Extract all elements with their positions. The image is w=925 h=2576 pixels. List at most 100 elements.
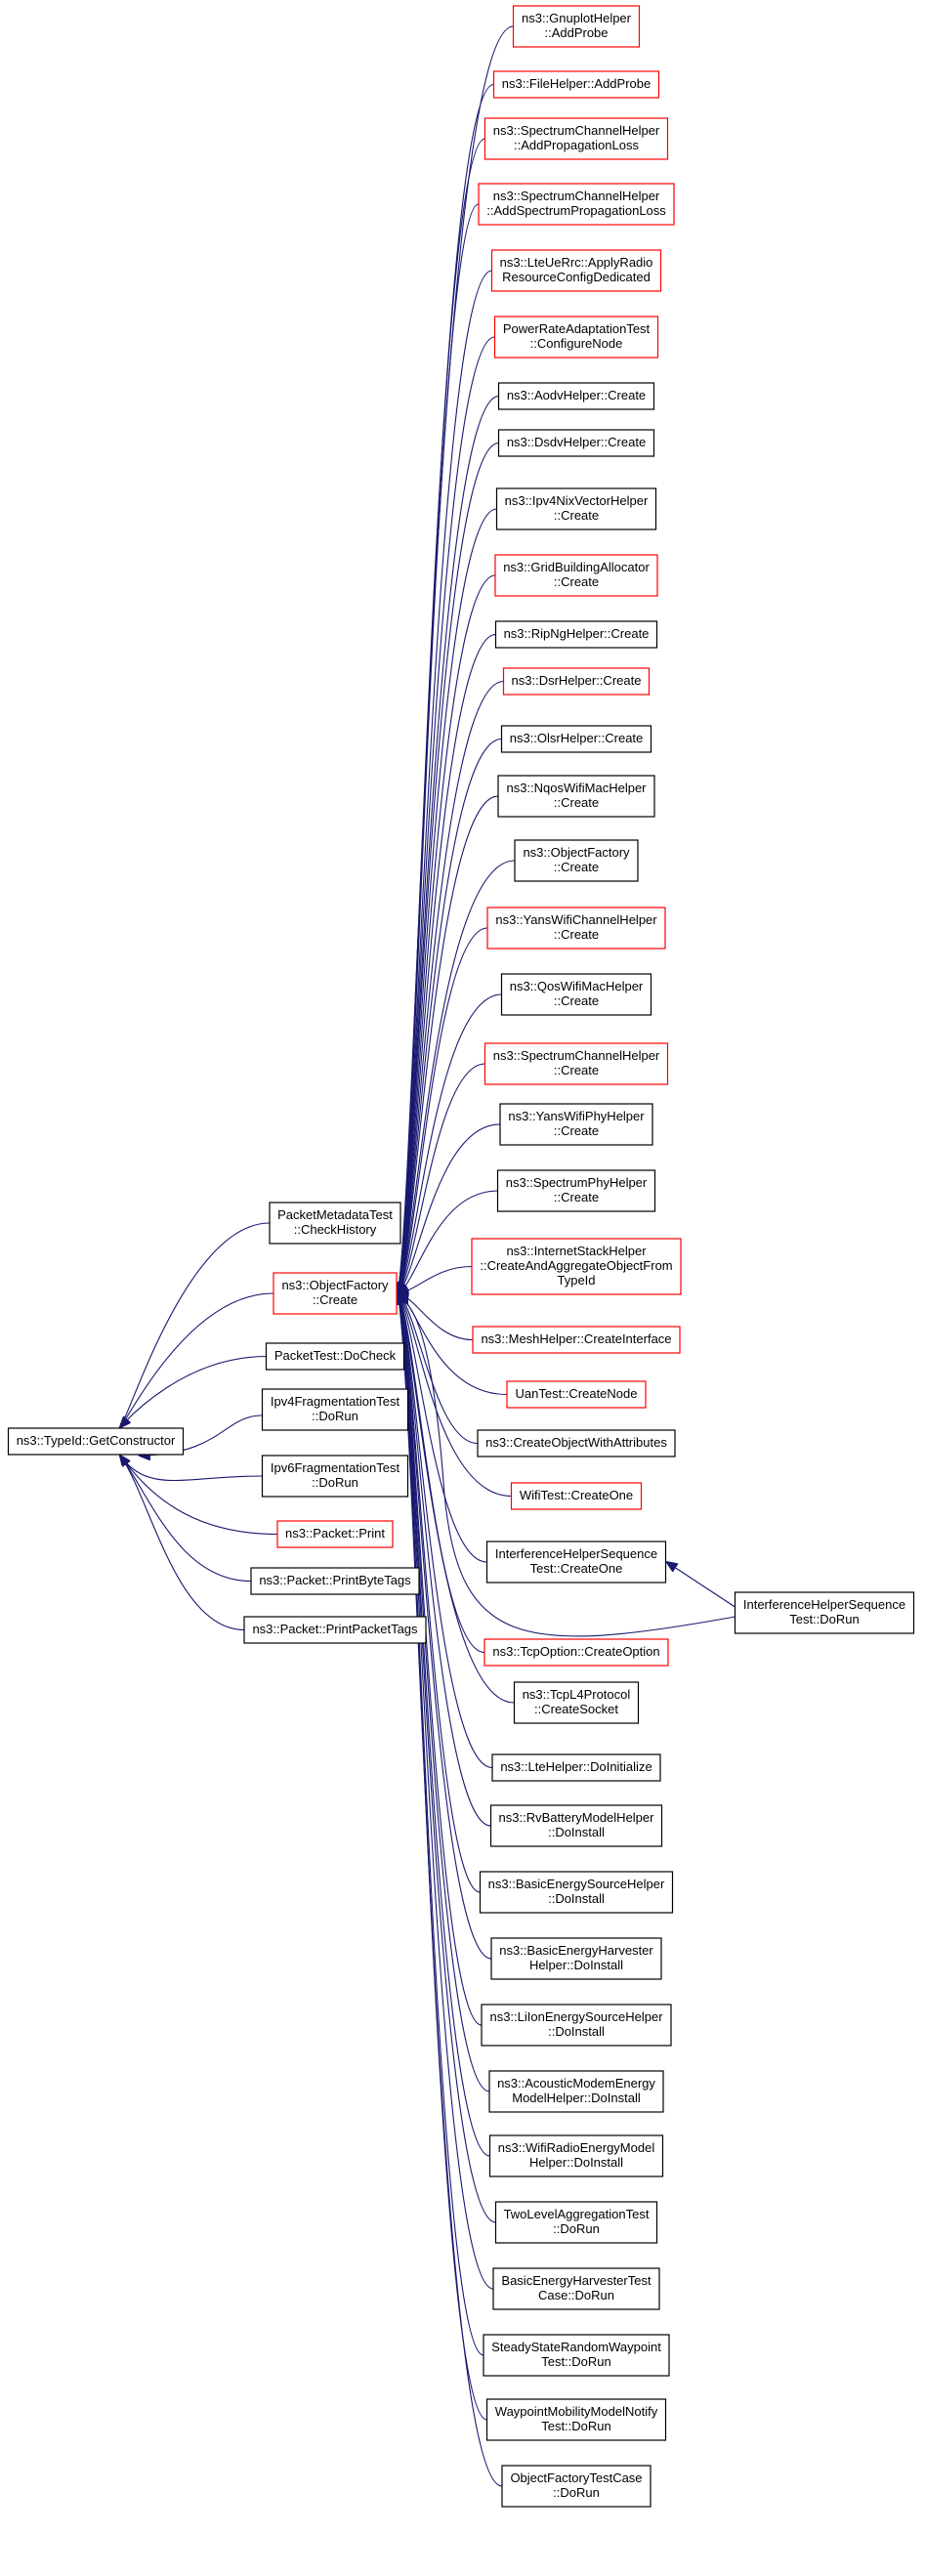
node-wifiradioenergymodel-helper-doinstall[interactable]: ns3::WifiRadioEnergyModelHelper::DoInsta… (488, 2134, 664, 2177)
node-yanswifiphyhelper-create[interactable]: ns3::YansWifiPhyHelper::Create (499, 1103, 653, 1146)
node-label-line: TypeId (557, 1273, 595, 1288)
node-ipv6fragmentationtest-dorun[interactable]: Ipv6FragmentationTest::DoRun (261, 1455, 409, 1498)
edge-group (398, 1293, 491, 1827)
node-label-line: ::ConfigureNode (530, 336, 623, 351)
node-spectrumphyhelper-create[interactable]: ns3::SpectrumPhyHelper::Create (496, 1169, 656, 1212)
node-liionenergysourcehelper-doinstall[interactable]: ns3::LiIonEnergySourceHelper::DoInstall (481, 2004, 672, 2047)
node-box (494, 620, 658, 649)
node-label-line: SteadyStateRandomWaypoint (491, 2340, 661, 2354)
node-label-line: InterferenceHelperSequence (495, 1546, 657, 1561)
node-box (485, 2398, 667, 2441)
node-label-line: ObjectFactoryTestCase (510, 2470, 642, 2485)
node-dsdvhelper-create[interactable]: ns3::DsdvHelper::Create (497, 429, 655, 457)
node-interferencehelpersequence-test-createone[interactable]: InterferenceHelperSequenceTest::CreateOn… (485, 1541, 667, 1584)
node-lteuerrc-applyradio-resourceconfigdedicated[interactable]: ns3::LteUeRrc::ApplyRadioResourceConfigD… (490, 249, 662, 292)
node-box (488, 2070, 664, 2113)
node-aodvhelper-create[interactable]: ns3::AodvHelper::Create (497, 382, 655, 410)
node-uantest-createnode[interactable]: UanTest::CreateNode (506, 1380, 647, 1409)
node-label-line: ns3::Packet::PrintPacketTags (252, 1622, 418, 1636)
node-box (510, 1482, 643, 1510)
node-label-line: ns3::BasicEnergySourceHelper (488, 1877, 665, 1891)
node-acousticmodemenergy-modelhelper-doinstall[interactable]: ns3::AcousticModemEnergyModelHelper::DoI… (488, 2070, 664, 2113)
node-basicenergyharvester-helper-doinstall[interactable]: ns3::BasicEnergyHarvesterHelper::DoInsta… (490, 1937, 662, 1980)
edge-c32-to-objectfactory-create (398, 1293, 483, 2026)
node-box (471, 1238, 682, 1295)
node-olsrhelper-create[interactable]: ns3::OlsrHelper::Create (500, 725, 652, 753)
node-packetmetadatatest-checkhistory[interactable]: PacketMetadataTest::CheckHistory (269, 1202, 401, 1245)
node-wifitest-createone[interactable]: WifiTest::CreateOne (510, 1482, 643, 1510)
node-box (494, 554, 658, 597)
node-spectrumchannelhelper-addspectrumpropagationloss[interactable]: ns3::SpectrumChannelHelper::AddSpectrumP… (478, 183, 675, 226)
edge-c27-to-objectfactory-create (398, 1293, 515, 1704)
edge-n_pdc-to-getconstructor (120, 1355, 267, 1428)
node-box (269, 1202, 401, 1245)
node-label-line: ::DoInstall (548, 2024, 605, 2039)
node-label-line: ::AddProbe (544, 25, 608, 40)
edge-group (398, 1293, 515, 1704)
node-label-line: ::Create (554, 795, 599, 810)
edge-group (120, 1456, 263, 1482)
node-spectrumchannelhelper-addpropagationloss[interactable]: ns3::SpectrumChannelHelper::AddPropagati… (484, 117, 669, 160)
node-packet-print[interactable]: ns3::Packet::Print (276, 1520, 394, 1548)
node-twolevelaggregationtest-dorun[interactable]: TwoLevelAggregationTest::DoRun (494, 2201, 658, 2244)
node-box (492, 70, 660, 99)
node-label-line: UanTest::CreateNode (515, 1386, 637, 1401)
node-yanswifichannelhelper-create[interactable]: ns3::YansWifiChannelHelper::Create (486, 907, 666, 950)
node-objectfactorytestcase-dorun[interactable]: ObjectFactoryTestCase::DoRun (501, 2465, 652, 2508)
edge-c16-to-objectfactory-create (398, 993, 502, 1293)
node-tcpoption-createoption[interactable]: ns3::TcpOption::CreateOption (484, 1638, 669, 1667)
node-label-line: ns3::LteHelper::DoInitialize (500, 1759, 652, 1774)
node-label-line: ::CreateAndAggregateObjectFrom (480, 1258, 672, 1273)
edge-n_ipv6f-to-getconstructor (120, 1456, 263, 1482)
node-gridbuildingallocator-create[interactable]: ns3::GridBuildingAllocator::Create (494, 554, 658, 597)
node-label-line: ::AddPropagationLoss (514, 138, 639, 152)
node-ripnghelper-create[interactable]: ns3::RipNgHelper::Create (494, 620, 658, 649)
node-packet-printpackettags[interactable]: ns3::Packet::PrintPacketTags (243, 1616, 427, 1644)
node-rvbatterymodelhelper-doinstall[interactable]: ns3::RvBatteryModelHelper::DoInstall (489, 1804, 663, 1847)
node-packet-printbytetags[interactable]: ns3::Packet::PrintByteTags (250, 1567, 420, 1595)
node-dsrhelper-create[interactable]: ns3::DsrHelper::Create (502, 667, 651, 696)
node-box (472, 1326, 681, 1354)
edge-group (398, 203, 480, 1293)
edge-c19-to-objectfactory-create (398, 1190, 498, 1293)
edge-n_ppbt-to-getconstructor (120, 1456, 252, 1583)
node-typeid-getconstructor[interactable]: ns3::TypeId::GetConstructor (7, 1427, 185, 1456)
node-ltehelper-doinitialize[interactable]: ns3::LteHelper::DoInitialize (491, 1753, 661, 1782)
node-box (261, 1455, 409, 1498)
node-label-line: ::DoInstall (548, 1891, 605, 1906)
edge-c12-to-objectfactory-create (398, 738, 502, 1294)
edge-c3-to-objectfactory-create (398, 203, 480, 1293)
node-label-line: ::Create (554, 574, 599, 589)
edge-group (398, 1293, 512, 1498)
node-box (512, 5, 641, 48)
node-spectrumchannelhelper-create[interactable]: ns3::SpectrumChannelHelper::Create (484, 1042, 669, 1085)
node-label-line: Helper::DoInstall (529, 1958, 623, 1972)
edge-group (398, 1293, 485, 1654)
node-label-line: ns3::TypeId::GetConstructor (17, 1433, 176, 1448)
node-tcpl4protocol-createsocket[interactable]: ns3::TcpL4Protocol::CreateSocket (513, 1681, 640, 1724)
node-internetstackhelper-createandaggregateobjectfrom-typeid[interactable]: ns3::InternetStackHelper::CreateAndAggre… (471, 1238, 682, 1295)
node-basicenergysourcehelper-doinstall[interactable]: ns3::BasicEnergySourceHelper::DoInstall (479, 1871, 674, 1914)
edge-group (398, 738, 502, 1294)
node-gnuplothelper-addprobe[interactable]: ns3::GnuplotHelper::AddProbe (512, 5, 641, 48)
edge-group (120, 1222, 271, 1427)
node-qoswifimachelper-create[interactable]: ns3::QosWifiMacHelper::Create (500, 973, 652, 1016)
edge-group (120, 1292, 274, 1427)
node-meshhelper-createinterface[interactable]: ns3::MeshHelper::CreateInterface (472, 1326, 681, 1354)
node-ipv4nixvectorhelper-create[interactable]: ns3::Ipv4NixVectorHelper::Create (495, 487, 657, 530)
node-ipv4fragmentationtest-dorun[interactable]: Ipv4FragmentationTest::DoRun (261, 1388, 409, 1431)
node-packettest-docheck[interactable]: PacketTest::DoCheck (265, 1342, 405, 1371)
node-filehelper-addprobe[interactable]: ns3::FileHelper::AddProbe (492, 70, 660, 99)
node-label-line: ::Create (554, 1123, 599, 1138)
node-powerrateadaptationtest-configurenode[interactable]: PowerRateAdaptationTest::ConfigureNode (493, 316, 659, 359)
node-createobjectwithattributes[interactable]: ns3::CreateObjectWithAttributes (477, 1429, 676, 1457)
edge-c26-to-objectfactory-create (398, 1293, 485, 1654)
node-objectfactory-create-alt[interactable]: ns3::ObjectFactory::Create (514, 839, 639, 882)
node-nqoswifimachelper-create[interactable]: ns3::NqosWifiMacHelper::Create (497, 775, 655, 818)
node-objectfactory-create[interactable]: ns3::ObjectFactory::Create (273, 1272, 398, 1315)
node-box (513, 1681, 640, 1724)
